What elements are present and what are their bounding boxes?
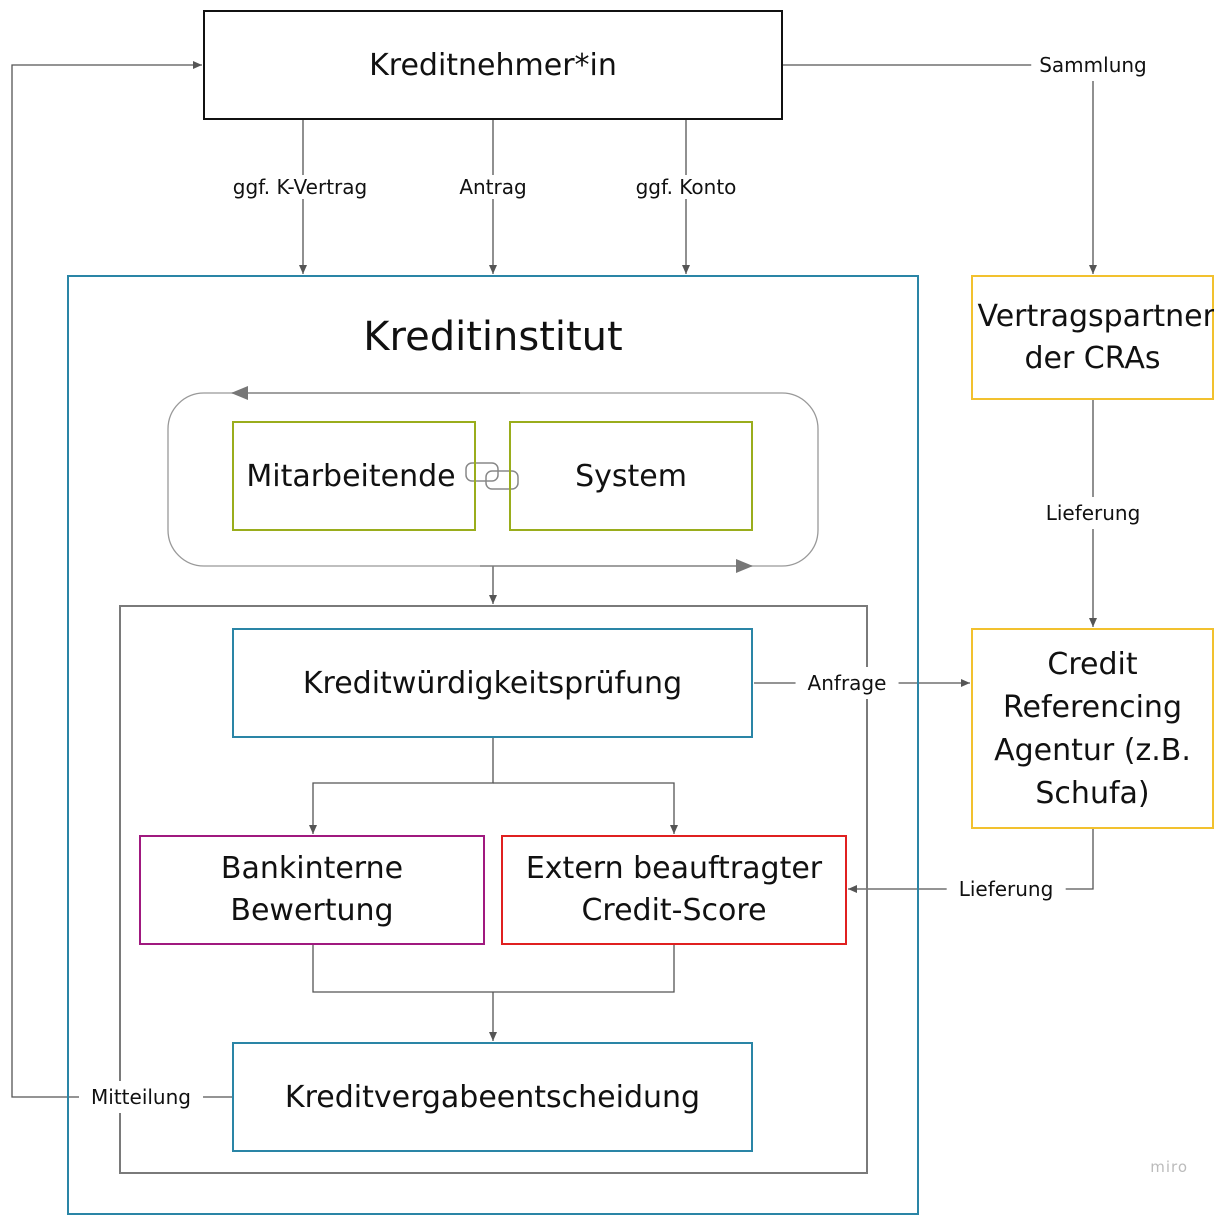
cra-partner-label: Vertragspartner der CRAs [977, 298, 1214, 376]
flow-request-label: Anfrage [795, 667, 899, 699]
staff-box[interactable]: Mitarbeitende [232, 421, 476, 531]
borrower-box[interactable]: Kreditnehmer*in [203, 10, 783, 120]
link-icon [465, 462, 519, 490]
cra-partner-box[interactable]: Vertragspartner der CRAs [971, 275, 1214, 400]
decision-label: Kreditvergabeentscheidung [284, 1079, 701, 1115]
cra-agency-box[interactable]: Credit Referencing Agentur (z.B. Schufa) [971, 628, 1214, 829]
internal-rating-label: Bankinterne Bewertung [220, 851, 404, 928]
flow-notification-label: Mitteilung [79, 1081, 203, 1113]
flow-delivery-agency-line [848, 829, 1094, 893]
credit-check-box[interactable]: Kreditwürdigkeitsprüfung [232, 628, 753, 738]
credit-check-label: Kreditwürdigkeitsprüfung [302, 665, 683, 701]
flow-delivery-partner-label: Lieferung [1037, 497, 1149, 529]
flow-collection-line [783, 64, 1097, 274]
internal-rating-box[interactable]: Bankinterne Bewertung [139, 835, 485, 945]
system-label: System [575, 458, 687, 494]
flow-contract-label: ggf. K-Vertrag [232, 175, 368, 199]
check-to-external-line [493, 782, 678, 834]
institute-title: Kreditinstitut [363, 314, 623, 360]
flow-application-label: Antrag [459, 175, 527, 199]
external-score-box[interactable]: Extern beauftragter Credit-Score [501, 835, 847, 945]
miro-watermark: miro [1150, 1158, 1188, 1176]
cra-agency-label: Credit Referencing Agentur (z.B. Schufa) [994, 646, 1191, 811]
check-to-internal-line [309, 738, 494, 834]
external-score-label: Extern beauftragter Credit-Score [525, 851, 823, 928]
borrower-label: Kreditnehmer*in [369, 47, 617, 83]
flow-account-label: ggf. Konto [635, 175, 737, 199]
flow-delivery-agency-label: Lieferung [946, 873, 1066, 905]
decision-box[interactable]: Kreditvergabeentscheidung [232, 1042, 753, 1152]
system-box[interactable]: System [509, 421, 753, 531]
staff-label: Mitarbeitende [246, 458, 456, 494]
process-frame [119, 605, 868, 1174]
flow-collection-label: Sammlung [1031, 49, 1155, 81]
